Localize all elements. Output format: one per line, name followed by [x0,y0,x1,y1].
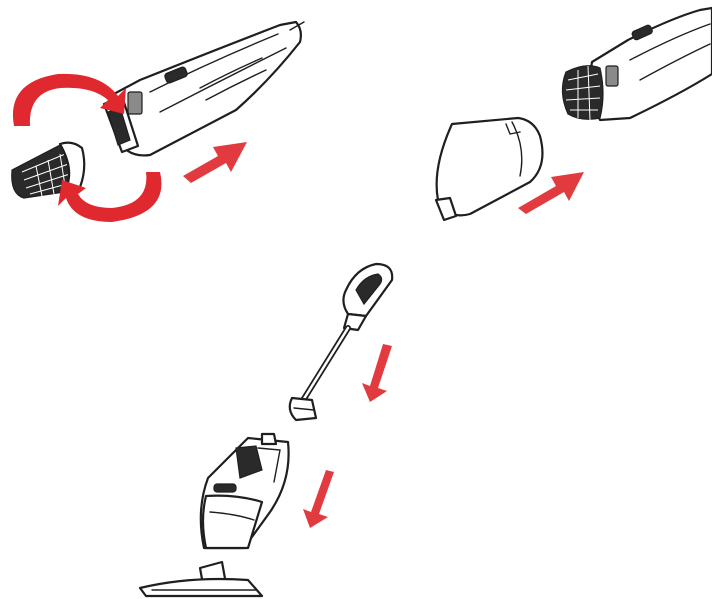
step-twist-filter [12,22,304,222]
step-insert-extension-handle [290,264,392,420]
insert-arrow-icon [183,142,247,183]
insert-arrow-icon [303,470,334,528]
step-attach-dust-cup [436,8,712,220]
insert-arrow-icon [362,344,392,402]
floor-nozzle [140,562,262,596]
step-insert-floor-nozzle [140,434,334,596]
handheld-vacuum-upright [201,434,289,548]
handheld-vacuum-body [104,22,304,155]
handheld-vacuum-front [562,8,712,120]
